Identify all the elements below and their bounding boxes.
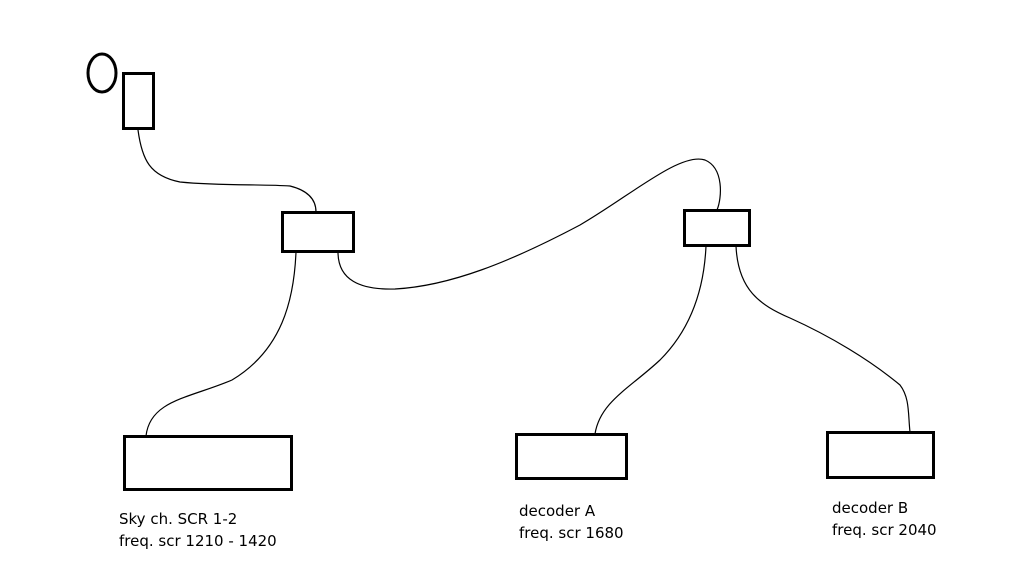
satellite-dish-icon	[86, 52, 118, 94]
cable-splitter1-to-splitter2	[337, 158, 722, 290]
decoder-b-label-line2: freq. scr 2040	[832, 521, 937, 539]
decoder-a-label: decoder A freq. scr 1680	[519, 500, 624, 544]
sky-label-line1: Sky ch. SCR 1-2	[119, 510, 238, 528]
decoder-a-label-line1: decoder A	[519, 502, 596, 520]
lnb-box	[122, 72, 155, 130]
cable-dish-to-splitter1	[137, 129, 317, 213]
cable-splitter1-to-sky	[145, 251, 297, 437]
cable-splitter2-to-decoder-b	[735, 245, 911, 433]
decoder-a-box	[515, 433, 628, 480]
sky-label-line2: freq. scr 1210 - 1420	[119, 532, 277, 550]
sky-label: Sky ch. SCR 1-2 freq. scr 1210 - 1420	[119, 508, 277, 552]
splitter-1	[281, 211, 355, 253]
decoder-b-box	[826, 431, 935, 479]
cable-splitter2-to-decoder-a	[594, 245, 707, 435]
sky-receiver-box	[123, 435, 293, 491]
decoder-a-label-line2: freq. scr 1680	[519, 524, 624, 542]
decoder-b-label-line1: decoder B	[832, 499, 909, 517]
splitter-2	[683, 209, 751, 247]
decoder-b-label: decoder B freq. scr 2040	[832, 497, 937, 541]
